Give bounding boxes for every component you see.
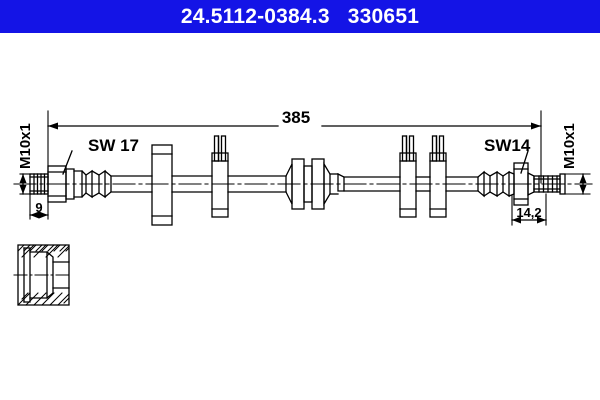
hose-clip-3 xyxy=(429,135,447,218)
label-left-length: 9 xyxy=(35,200,42,215)
label-overall-length: 385 xyxy=(282,108,310,127)
dimension-overall-length xyxy=(47,110,542,184)
section-detail-view xyxy=(13,244,73,306)
dimension-right-thread-length xyxy=(511,193,547,226)
label-right-length: 14,2 xyxy=(516,205,541,220)
hose-clip-2 xyxy=(399,135,417,218)
section-hatch-top xyxy=(17,244,70,258)
right-thread-stud xyxy=(527,171,566,197)
mounting-bracket-left xyxy=(151,144,173,226)
drawing-canvas: 385 SW 17 SW14 M10x1 M10x1 9 14,2 xyxy=(13,108,593,306)
label-left-thread: M10x1 xyxy=(17,123,34,169)
technical-drawing-area: 385 SW 17 SW14 M10x1 M10x1 9 14,2 xyxy=(0,33,600,400)
title-bar: 24.5112-0384.3 330651 xyxy=(0,0,600,33)
section-hatch-bottom xyxy=(17,292,70,306)
hose-clip-1 xyxy=(211,135,229,218)
dimension-left-thread-diameter xyxy=(19,173,32,195)
label-right-thread: M10x1 xyxy=(561,123,578,169)
dimension-left-thread-length xyxy=(29,193,49,220)
hose-body-right xyxy=(343,176,479,192)
left-ferrule xyxy=(65,168,112,200)
leader-left-hex xyxy=(62,150,73,175)
left-thread-stub xyxy=(29,173,49,195)
leader-right-hex xyxy=(520,150,529,174)
title-text: 24.5112-0384.3 330651 xyxy=(180,4,420,28)
label-right-hex: SW14 xyxy=(484,136,531,155)
label-left-hex: SW 17 xyxy=(88,136,139,155)
dimension-right-thread-diameter xyxy=(564,173,591,195)
hose-body-left xyxy=(110,175,287,193)
